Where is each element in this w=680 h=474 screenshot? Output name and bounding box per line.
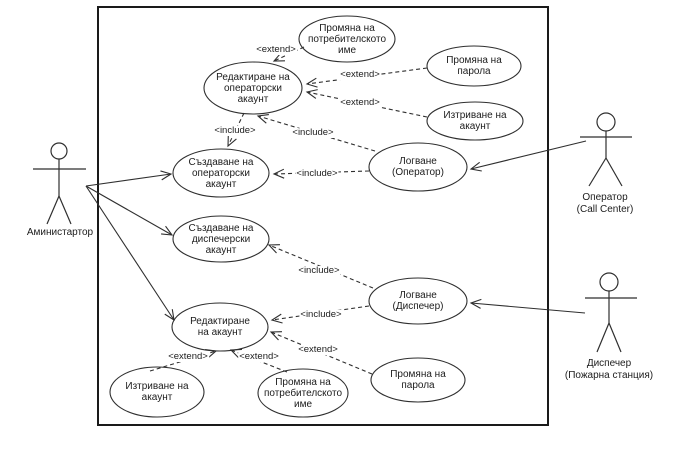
usecase-edit-operator-account	[203, 61, 303, 115]
extend-change-password-bottom	[269, 331, 373, 375]
system-boundary-box	[97, 6, 549, 426]
association-admin-create-operator	[85, 170, 173, 187]
actor-label-administrator: Аминистартор	[26, 227, 94, 238]
actor-dispatcher-figure	[585, 272, 637, 353]
usecase-delete-account-bottom	[109, 366, 205, 418]
association-admin-create-dispatcher	[85, 185, 174, 236]
usecase-create-operator-account	[172, 148, 270, 198]
extend-label-5: <extend>	[167, 351, 209, 362]
include-login-operator-to-edit	[256, 114, 376, 152]
association-operator-login	[469, 140, 587, 172]
usecase-edit-account	[171, 302, 269, 352]
association-dispatcher-login	[469, 298, 586, 314]
extend-label-4: <extend>	[297, 344, 339, 355]
include-label-1: <include>	[213, 125, 257, 136]
include-login-operator-to-create	[272, 168, 370, 179]
include-edit-to-create-operator	[227, 112, 245, 148]
usecase-change-username-bottom	[257, 368, 349, 418]
association-lines	[85, 140, 587, 322]
extend-change-password-top	[305, 67, 428, 88]
actor-label-dispatcher: Диспечер (Пожарна станция)	[564, 358, 654, 381]
extend-label-6: <extend>	[238, 351, 280, 362]
include-label-5: <include>	[299, 309, 343, 320]
usecase-create-dispatcher-account	[172, 215, 270, 263]
actor-head	[596, 112, 616, 132]
association-admin-edit-account	[85, 185, 175, 322]
usecase-change-password-top	[426, 45, 522, 87]
usecase-change-password-bottom	[370, 357, 466, 403]
actor-head	[50, 142, 68, 160]
actor-operator-figure	[580, 112, 632, 187]
usecase-delete-account-top	[426, 101, 524, 141]
usecase-login-dispatcher	[368, 277, 468, 325]
usecase-change-username-top	[298, 15, 396, 63]
include-label-4: <include>	[297, 265, 341, 276]
usecase-ellipses	[109, 15, 524, 418]
actor-administrator-figure	[33, 142, 86, 225]
include-label-3: <include>	[295, 168, 339, 179]
extend-label-1: <extend>	[255, 44, 297, 55]
actor-label-operator: Оператор (Call Center)	[576, 192, 634, 215]
extend-label-3: <extend>	[339, 97, 381, 108]
usecase-login-operator	[368, 142, 468, 192]
actor-head	[599, 272, 619, 292]
include-label-2: <include>	[291, 127, 335, 138]
extend-label-2: <extend>	[339, 69, 381, 80]
